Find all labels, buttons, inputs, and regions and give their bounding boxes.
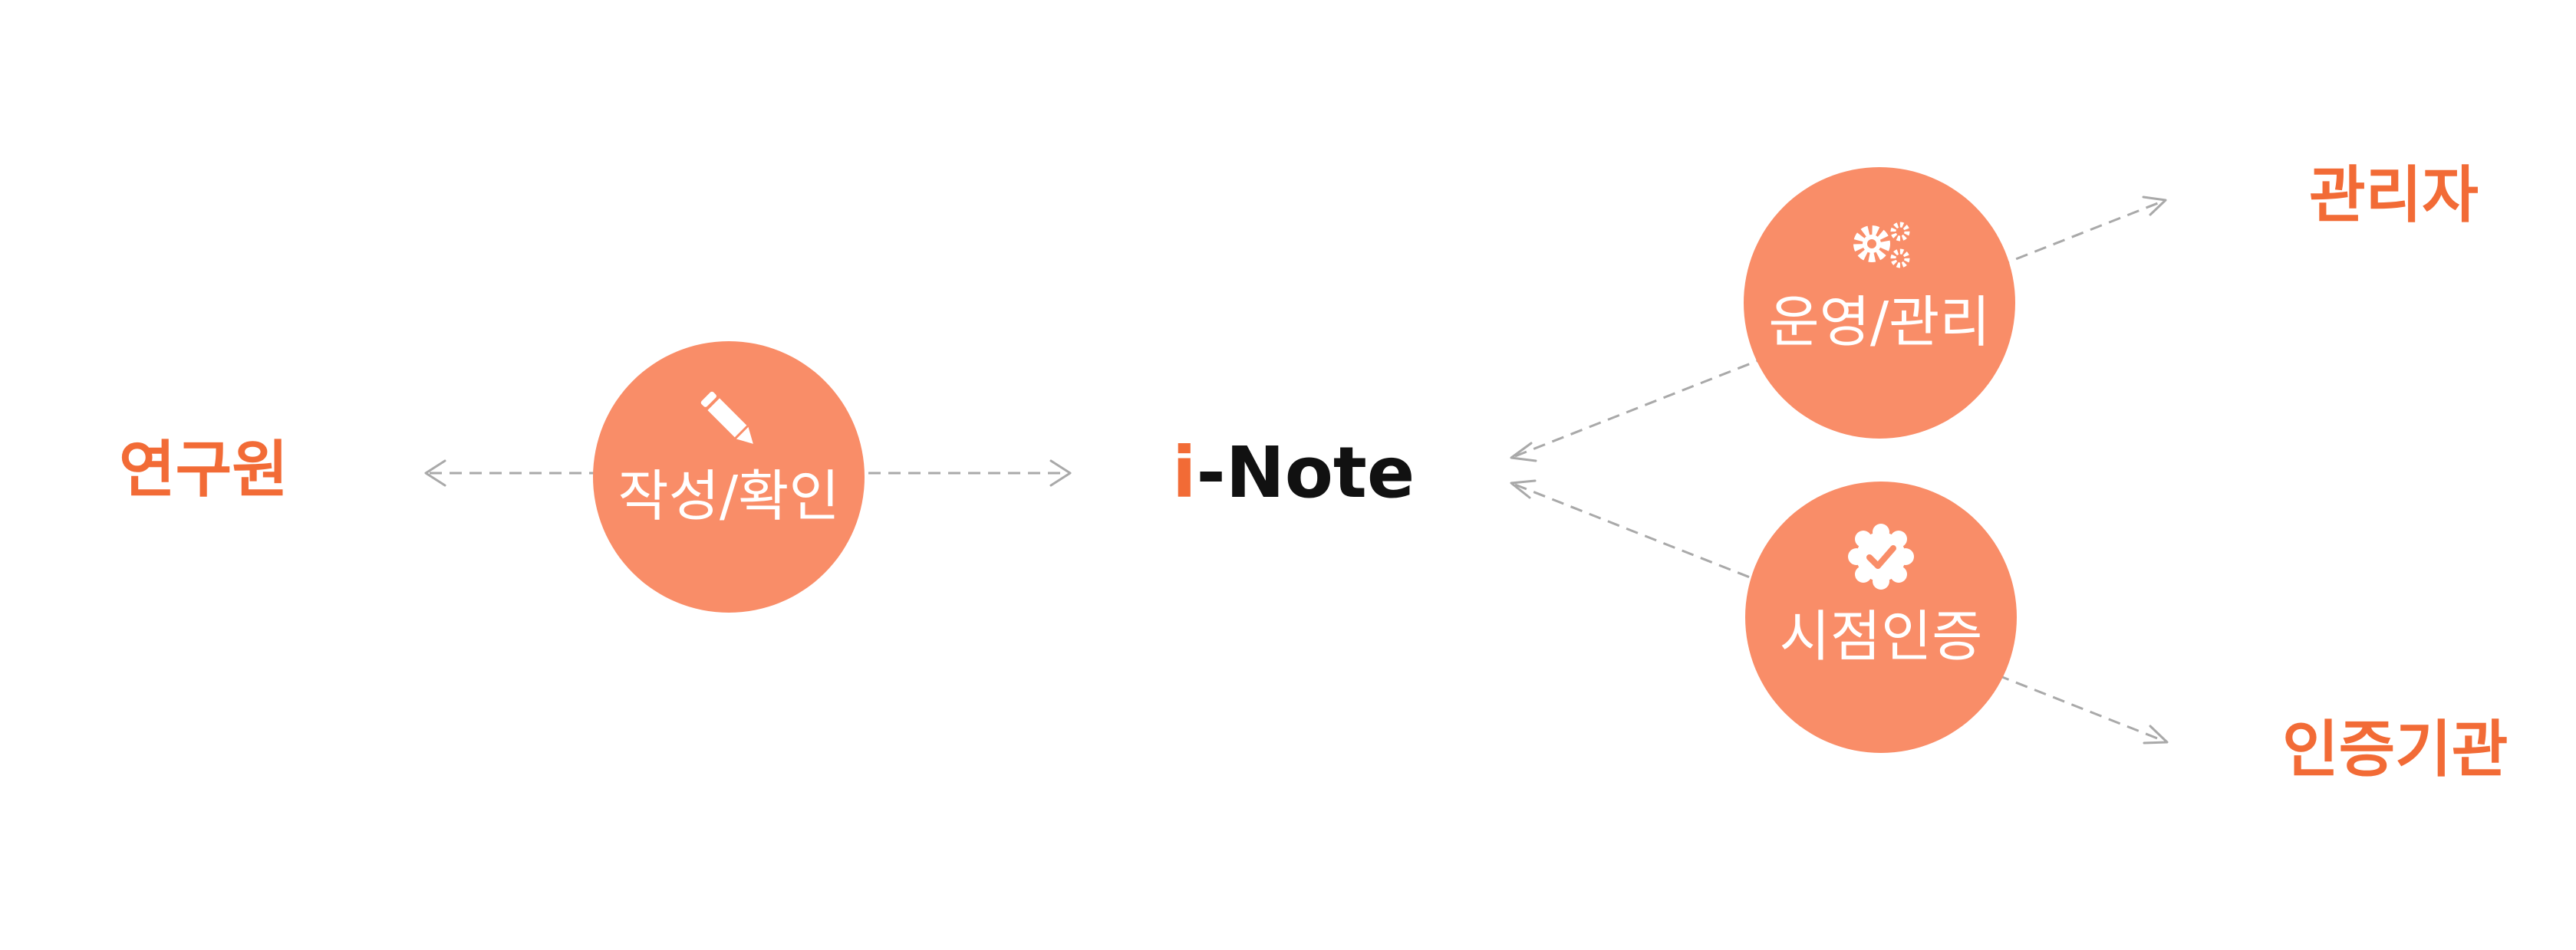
logo-prefix: i — [1172, 432, 1197, 514]
pencil-icon — [700, 391, 753, 444]
connector-researcher-inote — [424, 459, 1072, 487]
node-write-confirm: 작성/확인 — [593, 341, 865, 613]
node-circle — [1744, 167, 2015, 439]
role-researcher: 연구원 — [119, 434, 288, 505]
inote-logo: i-Note — [1172, 432, 1415, 514]
node-label: 작성/확인 — [618, 464, 839, 528]
node-label: 시점인증 — [1780, 604, 1983, 669]
node-circle — [1745, 482, 2017, 753]
verified-badge-icon — [1848, 524, 1914, 590]
node-circle — [593, 341, 865, 613]
logo-suffix: -Note — [1197, 432, 1415, 514]
node-operate-manage: 운영/관리 — [1744, 167, 2015, 439]
role-admin: 관리자 — [2309, 159, 2479, 231]
gears-icon — [1853, 222, 1910, 268]
node-label: 운영/관리 — [1768, 290, 1990, 354]
node-timestamp-cert: 시점인증 — [1745, 482, 2017, 753]
role-cert-agency: 인증기관 — [2282, 714, 2508, 785]
